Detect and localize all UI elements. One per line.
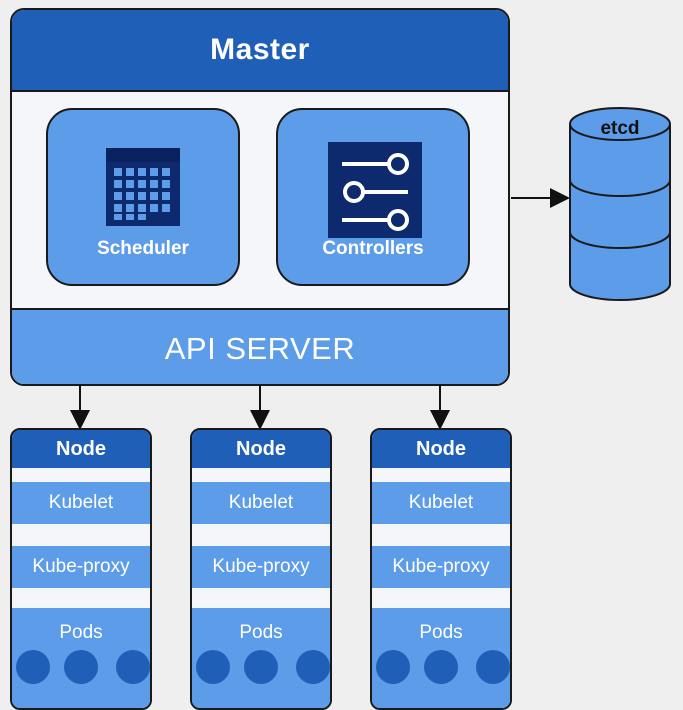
kube-proxy-band: Kube-proxy bbox=[372, 546, 510, 588]
pod bbox=[116, 650, 150, 684]
pod bbox=[296, 650, 330, 684]
pod bbox=[16, 650, 50, 684]
etcd-label: etcd bbox=[600, 118, 640, 139]
api-server-label: API SERVER bbox=[164, 331, 356, 366]
master-header: Master bbox=[12, 10, 508, 92]
calendar-icon bbox=[106, 148, 180, 226]
node-header: Node bbox=[12, 430, 150, 468]
pod bbox=[476, 650, 510, 684]
database-icon bbox=[569, 107, 671, 301]
scheduler-box: Scheduler bbox=[46, 108, 240, 286]
kube-proxy-band: Kube-proxy bbox=[12, 546, 150, 588]
node-header: Node bbox=[192, 430, 330, 468]
master-panel: Master Scheduler Controllers bbox=[10, 8, 510, 386]
kubelet-band: Kubelet bbox=[192, 482, 330, 524]
pods-area: Pods bbox=[192, 608, 330, 708]
pods-area: Pods bbox=[12, 608, 150, 708]
scheduler-label: Scheduler bbox=[97, 238, 189, 259]
pods-label: Pods bbox=[419, 622, 463, 643]
pod bbox=[196, 650, 230, 684]
pod bbox=[376, 650, 410, 684]
api-server-bar: API SERVER bbox=[12, 308, 508, 384]
node-3: Node Kubelet Kube-proxy Pods bbox=[370, 428, 512, 710]
node-header: Node bbox=[372, 430, 510, 468]
sliders-icon bbox=[328, 142, 422, 238]
pod bbox=[244, 650, 278, 684]
node-2: Node Kubelet Kube-proxy Pods bbox=[190, 428, 332, 710]
node-title: Node bbox=[416, 437, 466, 460]
node-title: Node bbox=[56, 437, 106, 460]
pods-label: Pods bbox=[59, 622, 103, 643]
kube-proxy-band: Kube-proxy bbox=[192, 546, 330, 588]
pod bbox=[64, 650, 98, 684]
etcd-database: etcd bbox=[568, 104, 672, 304]
kubelet-band: Kubelet bbox=[372, 482, 510, 524]
controllers-box: Controllers bbox=[276, 108, 470, 286]
node-title: Node bbox=[236, 437, 286, 460]
controllers-label: Controllers bbox=[322, 238, 424, 259]
pods-label: Pods bbox=[239, 622, 283, 643]
pods-area: Pods bbox=[372, 608, 510, 708]
master-title: Master bbox=[210, 33, 310, 66]
node-1: Node Kubelet Kube-proxy Pods bbox=[10, 428, 152, 710]
pod bbox=[424, 650, 458, 684]
kubelet-band: Kubelet bbox=[12, 482, 150, 524]
